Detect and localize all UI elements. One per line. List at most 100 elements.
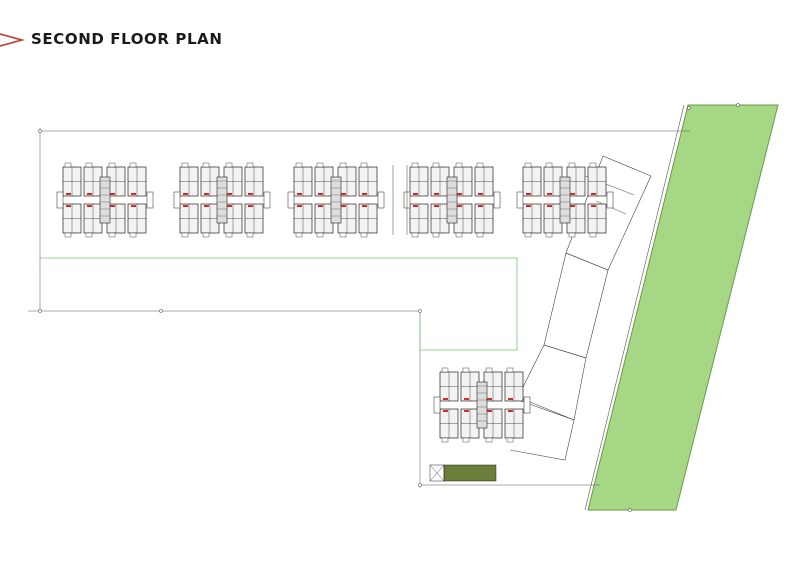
balcony-mark: [487, 398, 492, 400]
balcony-mark: [591, 193, 596, 195]
wall-projection: [316, 162, 324, 168]
wall-projection: [485, 437, 493, 443]
balcony-mark: [362, 205, 367, 207]
plot-subdivision-lines-4: [509, 399, 575, 461]
wall-projection: [524, 232, 532, 238]
grid-marker: [38, 129, 42, 133]
balcony-mark: [478, 193, 483, 195]
balcony-mark: [110, 205, 115, 207]
balcony-mark: [248, 193, 253, 195]
balcony-mark: [66, 193, 71, 195]
balcony-mark: [443, 410, 448, 412]
balcony-mark: [547, 193, 552, 195]
utility-block-outline: [429, 464, 445, 482]
wall-projection: [85, 162, 93, 168]
stair-core: [476, 381, 488, 429]
wall-projection: [411, 162, 419, 168]
balcony-mark: [341, 193, 346, 195]
grid-marker: [628, 508, 632, 512]
plot-subdivision-lines-2: [543, 252, 609, 359]
road-edge-line: [584, 104, 685, 511]
wall-projection: [202, 162, 210, 168]
wall-projection: [108, 232, 116, 238]
balcony-mark: [457, 193, 462, 195]
side-projection: [516, 191, 524, 209]
balcony-mark: [526, 193, 531, 195]
tower-block: [56, 162, 154, 238]
wall-projection: [339, 232, 347, 238]
wall-projection: [85, 232, 93, 238]
utility-block: [443, 464, 497, 482]
balcony-mark: [131, 205, 136, 207]
balcony-mark: [87, 205, 92, 207]
balcony-mark: [434, 205, 439, 207]
wall-projection: [64, 162, 72, 168]
wall-projection: [476, 162, 484, 168]
balcony-mark: [362, 193, 367, 195]
side-projection: [377, 191, 385, 209]
stair-core: [99, 176, 111, 224]
wall-projection: [462, 367, 470, 373]
wall-projection: [545, 162, 553, 168]
wall-projection: [589, 232, 597, 238]
side-projection: [56, 191, 64, 209]
tower-block: [173, 162, 271, 238]
side-projection: [173, 191, 181, 209]
wall-projection: [181, 162, 189, 168]
wall-projection: [64, 232, 72, 238]
wall-projection: [295, 162, 303, 168]
stair-core: [330, 176, 342, 224]
grid-marker: [418, 309, 422, 313]
wall-projection: [568, 162, 576, 168]
grid-markers: [38, 103, 740, 512]
balcony-mark: [318, 193, 323, 195]
balcony-mark: [487, 410, 492, 412]
balcony-mark: [227, 193, 232, 195]
wall-projection: [339, 162, 347, 168]
balcony-mark: [464, 410, 469, 412]
wall-projection: [246, 232, 254, 238]
utility-block-cross-2: [429, 464, 445, 482]
wall-projection: [485, 367, 493, 373]
wall-projection: [545, 232, 553, 238]
balcony-mark: [204, 205, 209, 207]
tower-block: [516, 162, 614, 238]
balcony-mark: [570, 193, 575, 195]
wall-projection: [411, 232, 419, 238]
balcony-mark: [297, 193, 302, 195]
wall-projection: [589, 162, 597, 168]
tower-block: [403, 162, 501, 238]
balcony-mark: [508, 398, 513, 400]
balcony-mark: [248, 205, 253, 207]
balcony-mark: [66, 205, 71, 207]
stair-core: [559, 176, 571, 224]
wall-projection: [316, 232, 324, 238]
balcony-mark: [570, 205, 575, 207]
wall-projection: [129, 162, 137, 168]
wall-projection: [129, 232, 137, 238]
balcony-mark: [110, 193, 115, 195]
wall-projection: [108, 162, 116, 168]
wall-projection: [455, 162, 463, 168]
stair-core: [446, 176, 458, 224]
tower-block: [433, 367, 531, 443]
page-title: SECOND FLOOR PLAN: [31, 30, 223, 48]
grid-marker: [687, 106, 691, 110]
balcony-mark: [227, 205, 232, 207]
wall-projection: [246, 162, 254, 168]
wall-projection: [462, 437, 470, 443]
balcony-mark: [183, 205, 188, 207]
balcony-mark: [297, 205, 302, 207]
side-projection: [523, 396, 531, 414]
wall-projection: [202, 232, 210, 238]
balcony-mark: [318, 205, 323, 207]
wall-projection: [432, 232, 440, 238]
green-belt: [587, 104, 779, 511]
grid-marker: [418, 483, 422, 487]
side-projection: [263, 191, 271, 209]
wall-projection: [295, 232, 303, 238]
balcony-mark: [508, 410, 513, 412]
side-projection: [146, 191, 154, 209]
wall-projection: [441, 437, 449, 443]
side-projection: [287, 191, 295, 209]
